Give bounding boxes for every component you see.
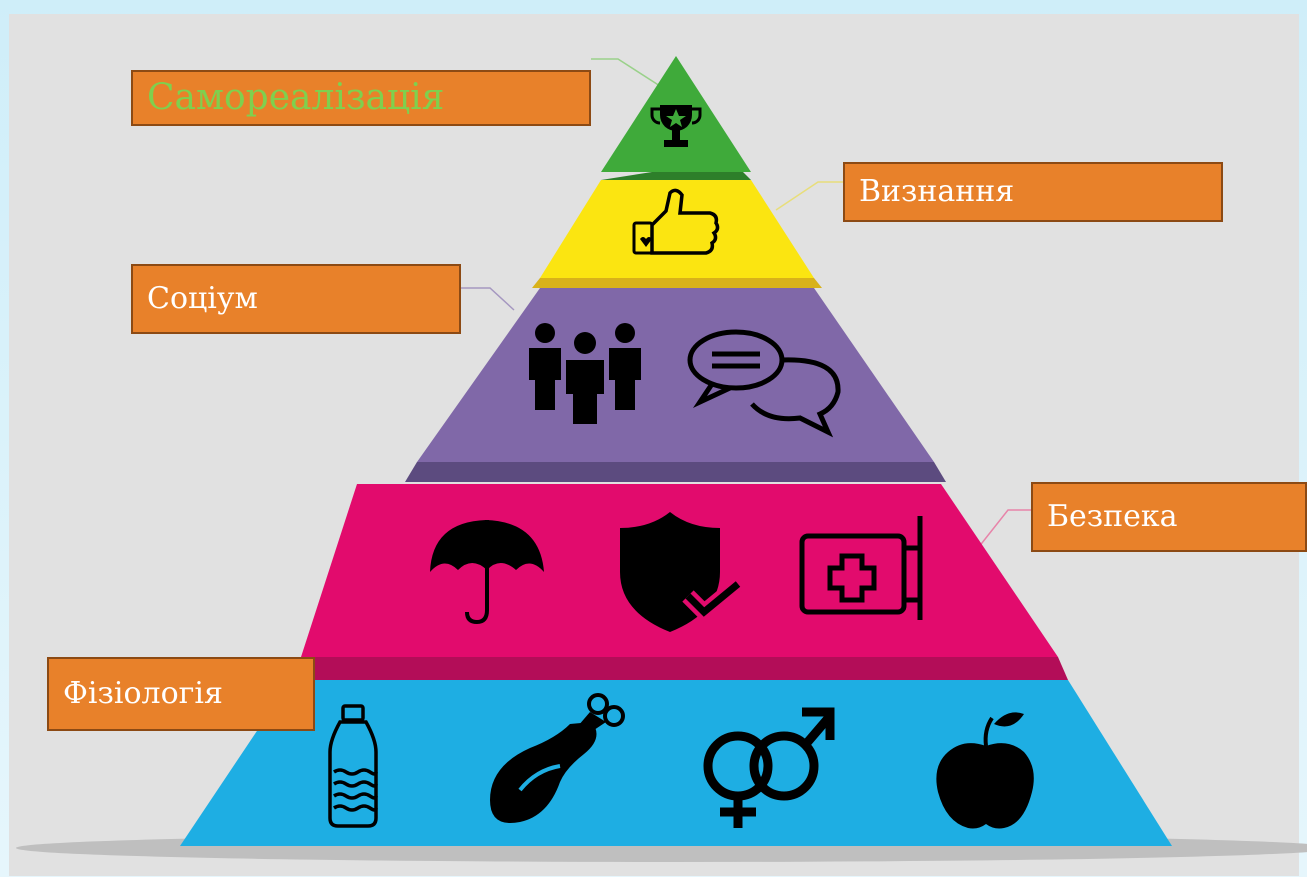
gender-symbols-icon	[703, 707, 835, 828]
label-social: Соціум	[131, 264, 461, 334]
trophy-icon	[650, 105, 702, 147]
label-safety-text: Безпека	[1047, 499, 1178, 534]
label-self-actualization-text: Самореалізація	[147, 77, 445, 118]
connector-esteem	[775, 181, 843, 211]
level-esteem-shadow	[532, 278, 822, 288]
apple-icon	[936, 712, 1034, 829]
level-safety	[291, 484, 1068, 680]
level-self-actualization	[601, 56, 751, 180]
thumbs-up-icon	[632, 188, 720, 255]
level-social-shadow	[405, 462, 946, 482]
connector-social	[461, 287, 515, 311]
chicken-leg-icon	[490, 693, 625, 824]
hospital-sign-icon	[799, 516, 923, 620]
label-social-text: Соціум	[147, 281, 258, 316]
label-safety: Безпека	[1031, 482, 1307, 552]
label-esteem-text: Визнання	[859, 174, 1015, 209]
umbrella-icon	[430, 520, 544, 625]
connector-safety	[977, 509, 1031, 549]
level-self-shadow	[601, 172, 751, 180]
chat-bubbles-icon	[687, 329, 841, 438]
label-self-actualization: Самореалізація	[131, 70, 591, 126]
level-physiology	[180, 680, 1172, 846]
level-safety-shadow	[291, 657, 1068, 680]
connector-lines	[315, 58, 1031, 694]
level-social	[405, 288, 946, 482]
people-icon	[529, 323, 641, 424]
level-esteem	[532, 180, 822, 288]
label-physiology: Фізіологія	[47, 657, 315, 731]
water-bottle-icon	[328, 704, 378, 828]
level-esteem-band	[540, 180, 814, 278]
label-physiology-text: Фізіологія	[63, 676, 223, 711]
connector-self	[591, 58, 661, 87]
shield-check-icon	[620, 512, 744, 632]
level-physiology-band	[180, 680, 1172, 846]
label-esteem: Визнання	[843, 162, 1223, 222]
